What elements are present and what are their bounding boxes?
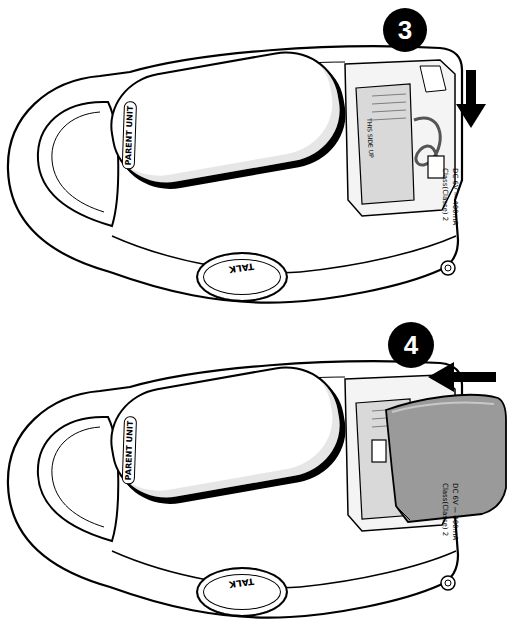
callout-text: 3 xyxy=(398,15,412,46)
unit-name: PARENT UNIT xyxy=(122,101,137,169)
arrow-left xyxy=(452,372,496,382)
battery-pack xyxy=(356,84,414,204)
callout-text: 4 xyxy=(404,330,418,361)
button-label: TALK xyxy=(229,261,255,274)
callout-number: 3 xyxy=(383,8,427,52)
rating-text: Class(Classe) 2 xyxy=(441,168,448,221)
rating-text: DC 6V ⎓ 400mA xyxy=(451,483,458,540)
rating-text: Class(Classe) 2 xyxy=(441,483,448,536)
button-label: TALK xyxy=(229,576,255,589)
talk-button: TALK xyxy=(196,567,288,617)
rating-text: DC 6V ⎓ 400mA xyxy=(451,168,458,225)
battery-label: THIS SIDE UP xyxy=(366,118,374,158)
callout-number: 4 xyxy=(388,322,434,368)
arrow-down xyxy=(466,70,476,106)
talk-button: TALK xyxy=(196,252,288,302)
unit-name: PARENT UNIT xyxy=(122,416,137,484)
